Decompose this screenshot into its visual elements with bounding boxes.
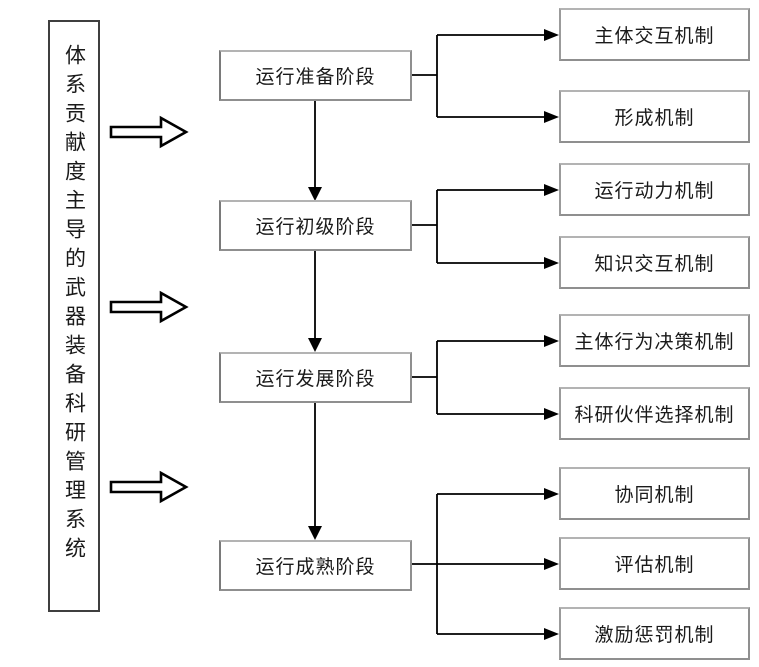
system-label: 体系贡献度主导的武器装备科研管理系统: [62, 44, 87, 566]
mechanism-label: 科研伙伴选择机制: [574, 404, 735, 426]
hollow-arrow-icon: [109, 290, 189, 324]
mechanism-label: 运行动力机制: [594, 180, 715, 202]
stage-label: 运行初级阶段: [255, 216, 376, 238]
mechanism-box-evaluation: 评估机制: [559, 537, 750, 590]
stage-box-maturity: 运行成熟阶段: [219, 540, 412, 591]
mechanism-box-formation: 形成机制: [559, 90, 750, 143]
stage-box-primary: 运行初级阶段: [219, 200, 412, 251]
mechanism-label: 主体行为决策机制: [574, 331, 735, 353]
mechanism-label: 主体交互机制: [594, 25, 715, 47]
stage-label: 运行发展阶段: [255, 368, 376, 390]
stage-box-preparation: 运行准备阶段: [219, 50, 412, 101]
stage-label: 运行成熟阶段: [255, 556, 376, 578]
mechanism-box-partner-selection: 科研伙伴选择机制: [559, 387, 750, 440]
hollow-arrow-icon: [109, 115, 189, 149]
mechanism-box-incentive-punishment: 激励惩罚机制: [559, 607, 750, 660]
mechanism-label: 协同机制: [614, 484, 695, 506]
mechanism-box-behavior-decision: 主体行为决策机制: [559, 314, 750, 367]
mechanism-box-subject-interaction: 主体交互机制: [559, 8, 750, 61]
mechanism-label: 激励惩罚机制: [594, 624, 715, 646]
stage-box-development: 运行发展阶段: [219, 352, 412, 403]
mechanism-box-collaboration: 协同机制: [559, 467, 750, 520]
mechanism-label: 评估机制: [614, 554, 695, 576]
system-box: 体系贡献度主导的武器装备科研管理系统: [48, 20, 100, 612]
hollow-arrow-icon: [109, 470, 189, 504]
mechanism-box-operation-power: 运行动力机制: [559, 163, 750, 216]
stage-label: 运行准备阶段: [255, 66, 376, 88]
mechanism-label: 知识交互机制: [594, 253, 715, 275]
mechanism-label: 形成机制: [614, 107, 695, 129]
mechanism-box-knowledge-interaction: 知识交互机制: [559, 236, 750, 289]
